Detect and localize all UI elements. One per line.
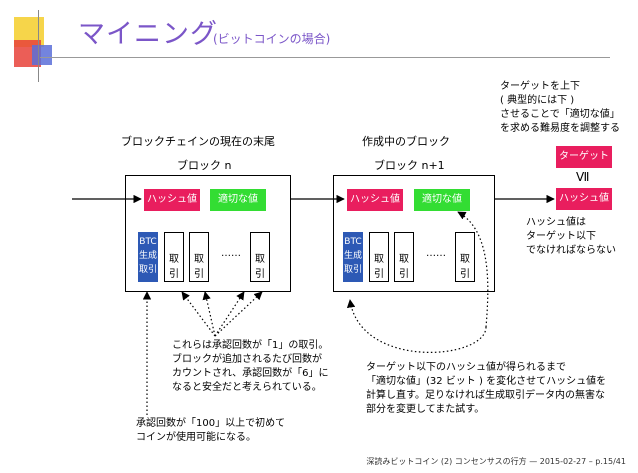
target-desc-line: ターゲットを上下	[500, 81, 580, 92]
target-desc-line: を求める難易度を調整する	[500, 123, 620, 134]
note-line: 計算し直す。足りなければ生成取引データ内の無害な	[366, 390, 605, 401]
page-title: マイニング	[78, 19, 218, 50]
dotted-arrow	[214, 291, 245, 337]
note-line: 部分を変更してまた試す。	[366, 404, 485, 415]
target-desc-line: ( 典型的には下 )	[500, 95, 575, 106]
block-n1-coinbase-tx: BTC 生成 取引	[343, 232, 363, 282]
block-n1-tx: 取引	[394, 232, 414, 282]
note-line: 承認回数が「100」以上で初めて	[136, 418, 286, 429]
title-underline	[40, 57, 610, 58]
target-desc-line: させることで「適切な値」	[500, 109, 620, 120]
block-n-hash: ハッシュ値	[144, 189, 200, 211]
target-box: ターゲット	[556, 146, 612, 168]
less-equal-symbol: Ⅶ	[576, 170, 590, 184]
note-line: カウントされ、承認回数が「6」に	[172, 368, 329, 379]
dotted-arrow	[214, 291, 263, 337]
condition-line: ハッシュ値は	[526, 217, 586, 228]
btc-label: BTC	[344, 237, 362, 247]
note-line: ターゲット以下のハッシュ値が得られるまで	[366, 362, 566, 373]
note-line: これらは承認回数が「1」の取引。	[172, 340, 329, 351]
tx-label: 取引	[194, 254, 204, 280]
block-n-ellipsis: ……	[221, 248, 241, 259]
dotted-curve-arrow	[457, 211, 489, 328]
block-n-name: ブロック n	[177, 159, 232, 172]
block-n-nonce: 適切な値	[210, 189, 266, 211]
note-line: コインが使用可能になる。	[136, 432, 256, 443]
block-n: ハッシュ値 適切な値 BTC 生成 取引 取引 取引 …… 取引	[125, 175, 291, 292]
condition-line: でなければならない	[526, 245, 616, 256]
block-n1-tx: 取引	[455, 232, 475, 282]
deco-vertical-line	[38, 10, 39, 82]
hash-condition: ハッシュ値は ターゲット以下 でなければならない	[526, 216, 616, 258]
block-n-tx: 取引	[164, 232, 184, 282]
deco-blue-square	[32, 45, 52, 65]
result-hash-box: ハッシュ値	[556, 188, 612, 210]
block-n1: ハッシュ値 適切な値 BTC 生成 取引 取引 取引 …… 取引	[333, 175, 495, 292]
btc-label: 生成	[138, 251, 157, 261]
tx-label: 取引	[169, 254, 179, 280]
tx-label: 取引	[374, 254, 384, 280]
block-n-tx: 取引	[250, 232, 270, 282]
btc-label: 生成	[343, 251, 362, 261]
btc-label: BTC	[139, 237, 157, 247]
block-n-coinbase-tx: BTC 生成 取引	[138, 232, 158, 282]
page-subtitle: (ビットコインの場合)	[213, 32, 331, 46]
tx-label: 取引	[399, 254, 409, 280]
dotted-loop-arrow	[346, 299, 487, 353]
block-n1-ellipsis: ……	[426, 248, 446, 259]
btc-label: 取引	[343, 265, 362, 275]
target-desc: ターゲットを上下 ( 典型的には下 ) させることで「適切な値」 を求める難易度…	[500, 80, 620, 136]
retry-note: ターゲット以下のハッシュ値が得られるまで 「適切な値」(32 ビット ) を変化…	[366, 361, 606, 417]
btc-label: 取引	[138, 265, 157, 275]
confirmations-note: これらは承認回数が「1」の取引。 ブロックが追加されるたび回数が カウントされ、…	[172, 339, 328, 395]
block-n1-hash: ハッシュ値	[347, 189, 403, 211]
tx-label: 取引	[255, 254, 265, 280]
dotted-arrow	[181, 291, 216, 337]
block-n-tx: 取引	[189, 232, 209, 282]
block-n1-caption: 作成中のブロック	[362, 135, 450, 148]
coinbase-note: 承認回数が「100」以上で初めて コインが使用可能になる。	[136, 417, 285, 445]
condition-line: ターゲット以下	[526, 231, 596, 242]
note-line: なると安全だと考えられている。	[172, 382, 322, 393]
footer: 深読みビットコイン (2) コンセンサスの行方 — 2015-02-27 – p…	[366, 457, 626, 466]
block-n1-nonce: 適切な値	[414, 189, 470, 211]
block-n1-name: ブロック n+1	[374, 159, 445, 172]
tx-label: 取引	[460, 254, 470, 280]
note-line: ブロックが追加されるたび回数が	[172, 354, 322, 365]
note-line: 「適切な値」(32 ビット ) を変化させてハッシュ値を	[366, 376, 607, 387]
block-n1-tx: 取引	[369, 232, 389, 282]
block-n-caption: ブロックチェインの現在の末尾	[121, 135, 275, 148]
